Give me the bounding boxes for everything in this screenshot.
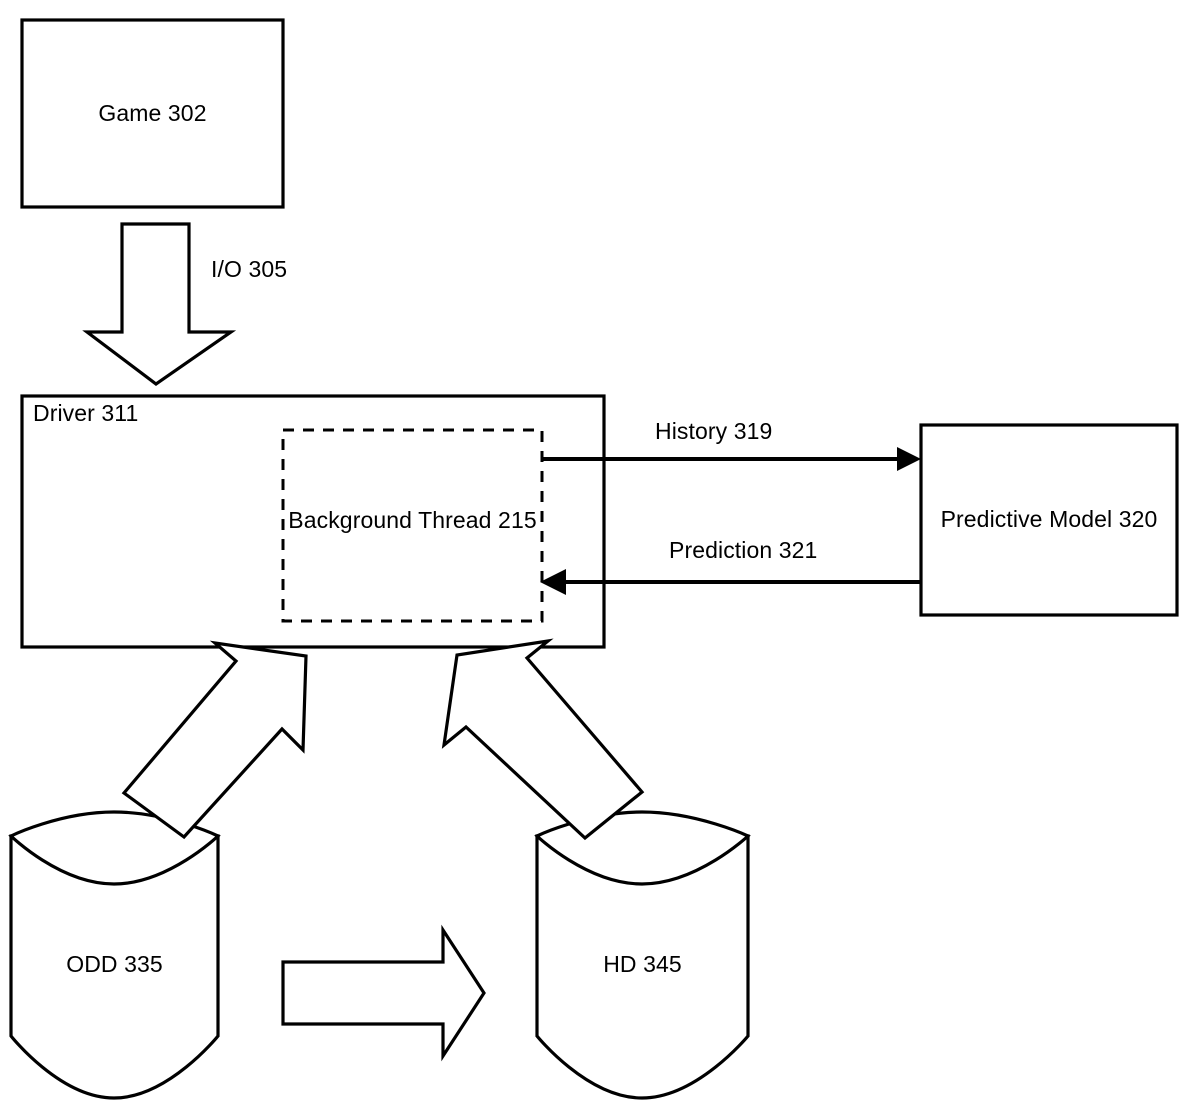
driver-box-label: Driver 311 (33, 400, 139, 426)
background-thread-box (281, 428, 544, 623)
predictive-model-label: Predictive Model 320 (940, 506, 1158, 532)
predictive-model-box (919, 423, 1179, 617)
prediction-edge-label: Prediction 321 (669, 537, 818, 563)
history-arrowhead (897, 447, 921, 471)
hd-cylinder-label: HD 345 (603, 951, 682, 977)
hd-cylinder-body (535, 834, 750, 1100)
history-edge-label: History 319 (655, 418, 773, 444)
prediction-arrowhead (540, 569, 566, 595)
io-block-arrow (82, 222, 237, 386)
background-thread-label: Background Thread 215 (288, 507, 537, 533)
hd-to-driver-block-arrow (441, 638, 645, 841)
game-box (20, 18, 285, 209)
odd-to-driver-block-arrow (121, 640, 308, 840)
odd-cylinder-body (9, 834, 220, 1100)
driver-box (20, 394, 606, 649)
io-edge-label: I/O 305 (211, 256, 288, 282)
odd-cylinder-top (8, 810, 221, 886)
odd-to-hd-block-arrow (281, 924, 486, 1062)
game-box-label: Game 302 (98, 100, 207, 126)
odd-cylinder-label: ODD 335 (66, 951, 163, 977)
